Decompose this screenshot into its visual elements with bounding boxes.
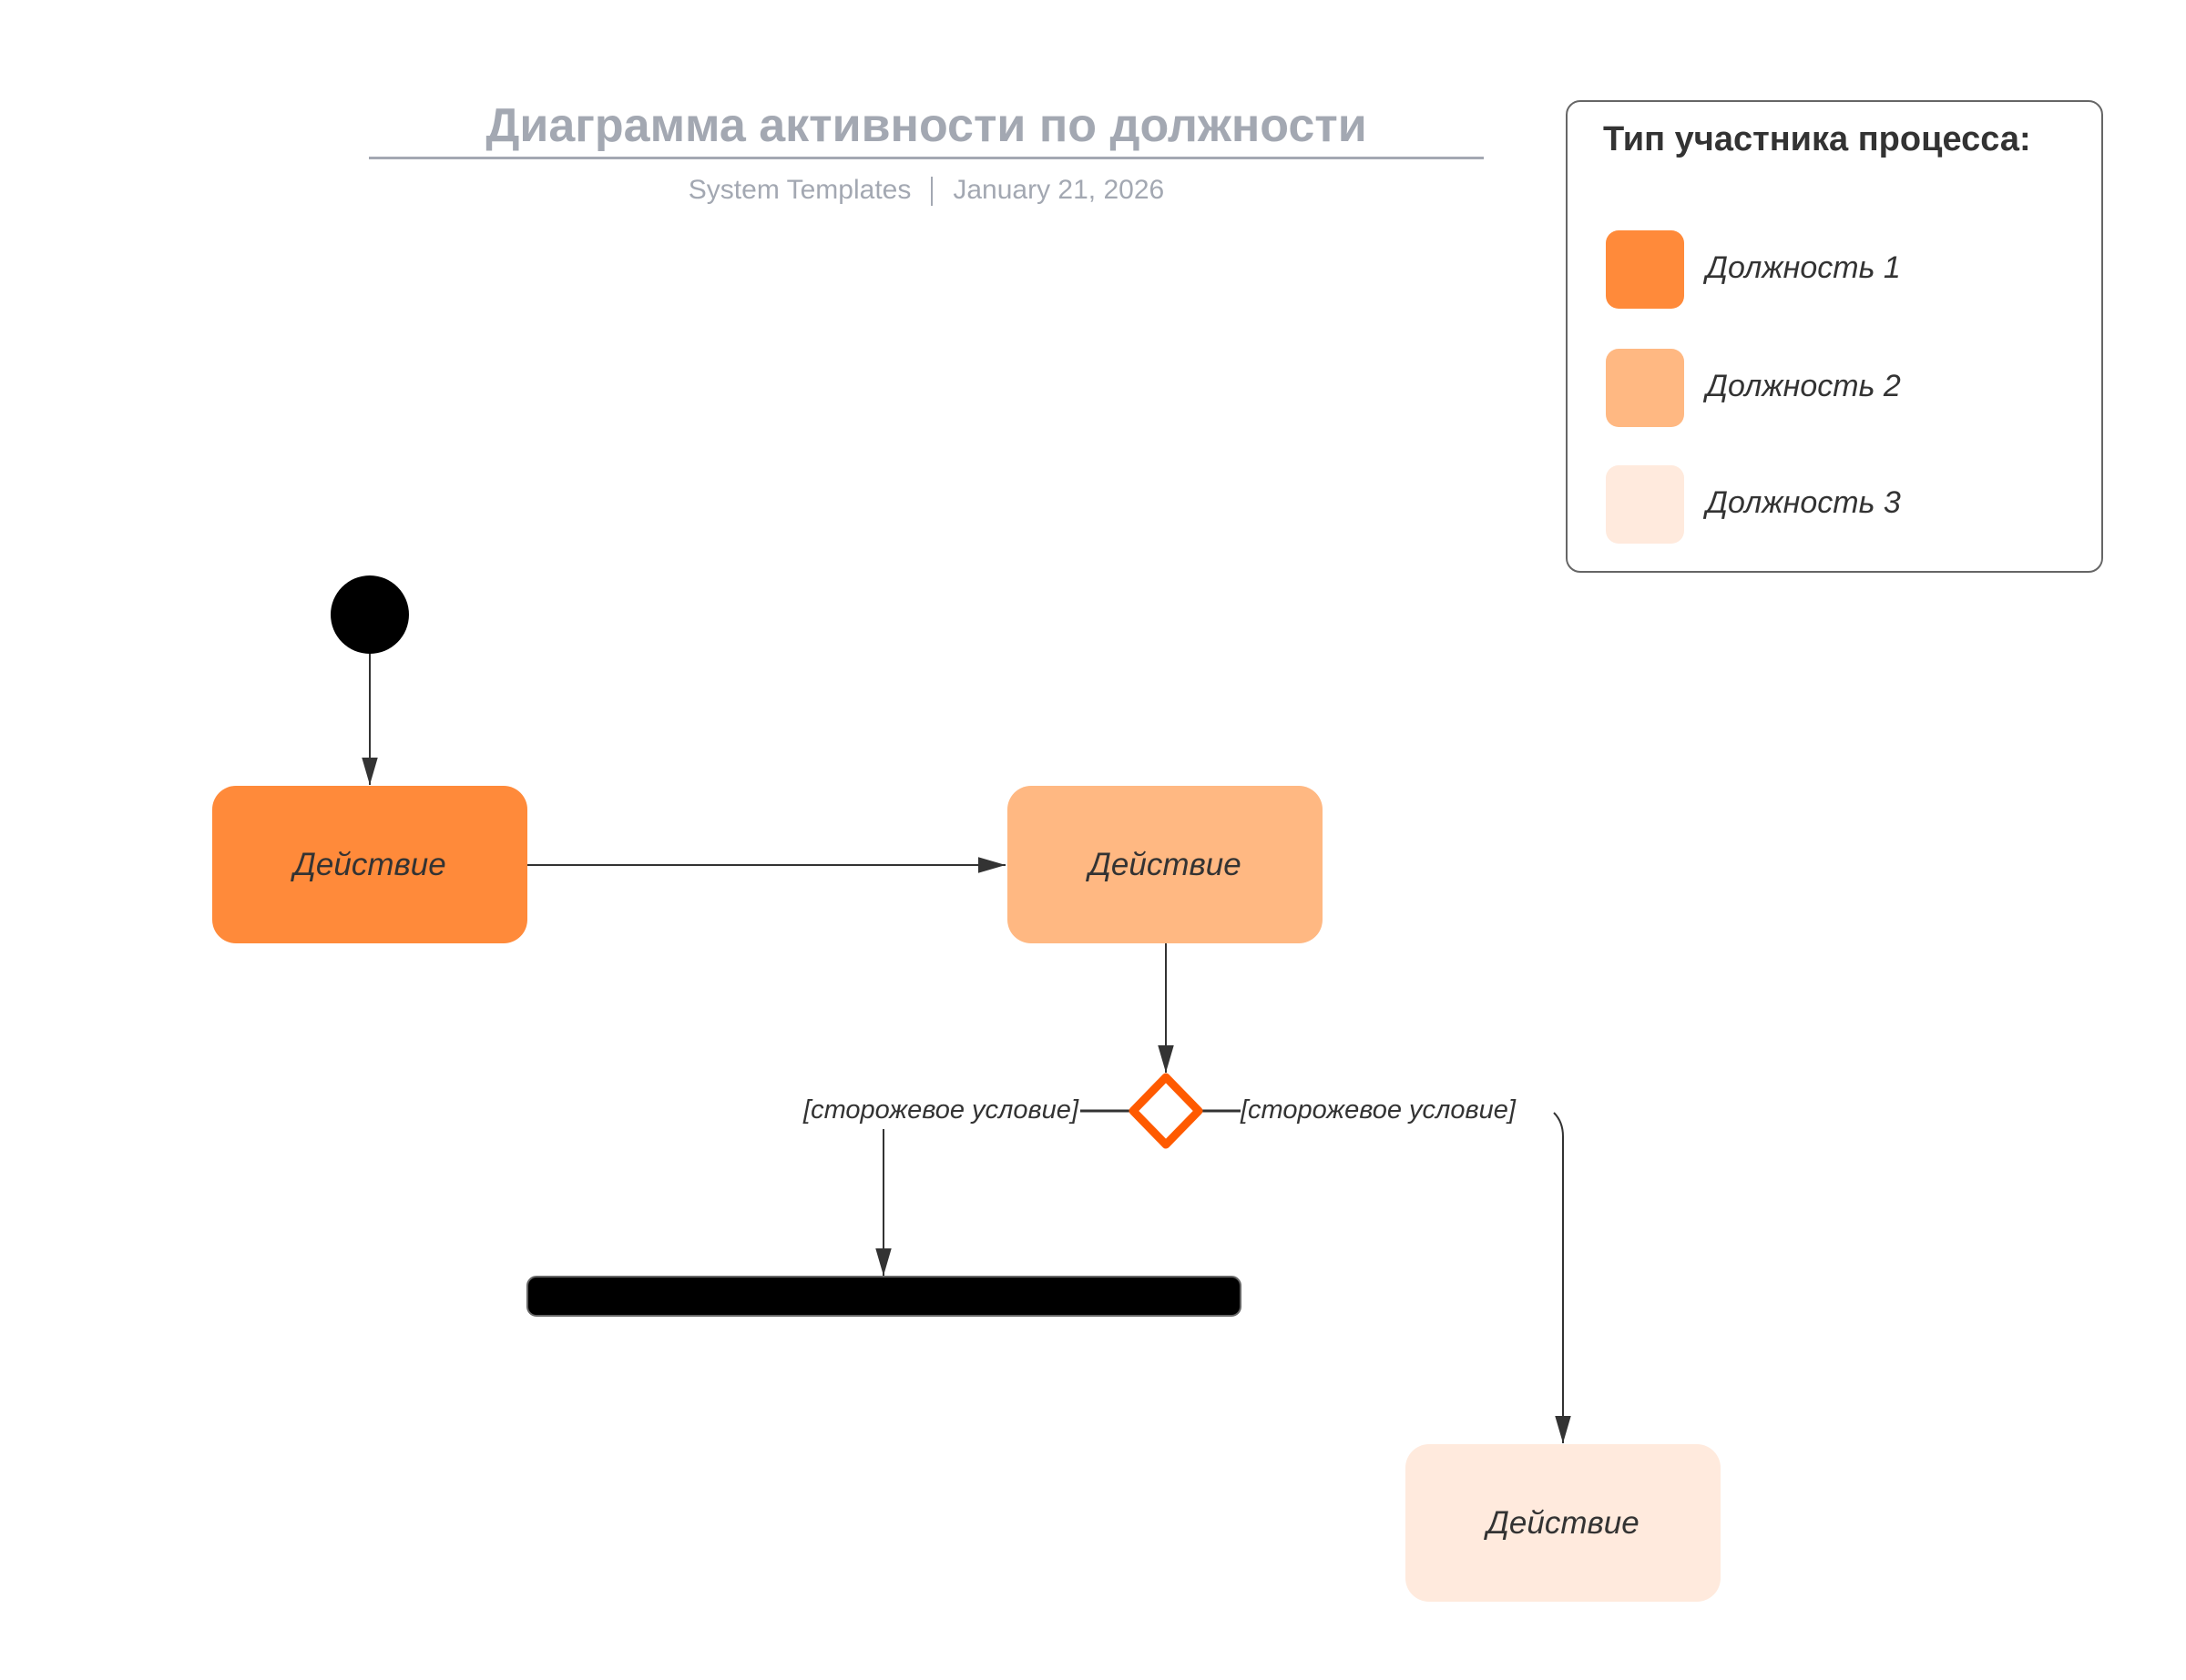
legend-label-3: Должность 3 xyxy=(1706,485,1901,520)
action-node-1: Действие xyxy=(212,786,527,943)
legend-swatch-3 xyxy=(1606,465,1684,544)
legend-swatch-2 xyxy=(1606,349,1684,427)
legend-swatch-1 xyxy=(1606,230,1684,309)
action-label: Действие xyxy=(1486,1504,1640,1541)
action-label: Действие xyxy=(1088,846,1241,882)
initial-node xyxy=(331,575,409,654)
guard-label-right: [сторожевое условие] xyxy=(1241,1095,1516,1125)
legend-label-2: Должность 2 xyxy=(1706,369,1901,403)
date-label: January 21, 2026 xyxy=(953,175,1165,205)
arrow-to-action3 xyxy=(1553,1112,1571,1443)
page-title: Диаграмма активности по должности xyxy=(485,99,1367,152)
fork-join-bar xyxy=(526,1276,1241,1317)
action-label: Действие xyxy=(293,846,446,882)
action-node-3: Действие xyxy=(1405,1444,1721,1602)
action-node-2: Действие xyxy=(1007,786,1323,943)
subtitle: System Templates January 21, 2026 xyxy=(369,175,1484,207)
source-label: System Templates xyxy=(688,175,912,205)
legend-title: Тип участника процесса: xyxy=(1603,120,2031,158)
guard-label-left: [сторожевое условие] xyxy=(803,1095,1078,1125)
title-underline xyxy=(369,157,1484,159)
decision-node xyxy=(1129,1073,1203,1149)
legend-label-1: Должность 1 xyxy=(1706,250,1901,285)
legend xyxy=(1566,100,2103,573)
separator xyxy=(931,177,934,207)
